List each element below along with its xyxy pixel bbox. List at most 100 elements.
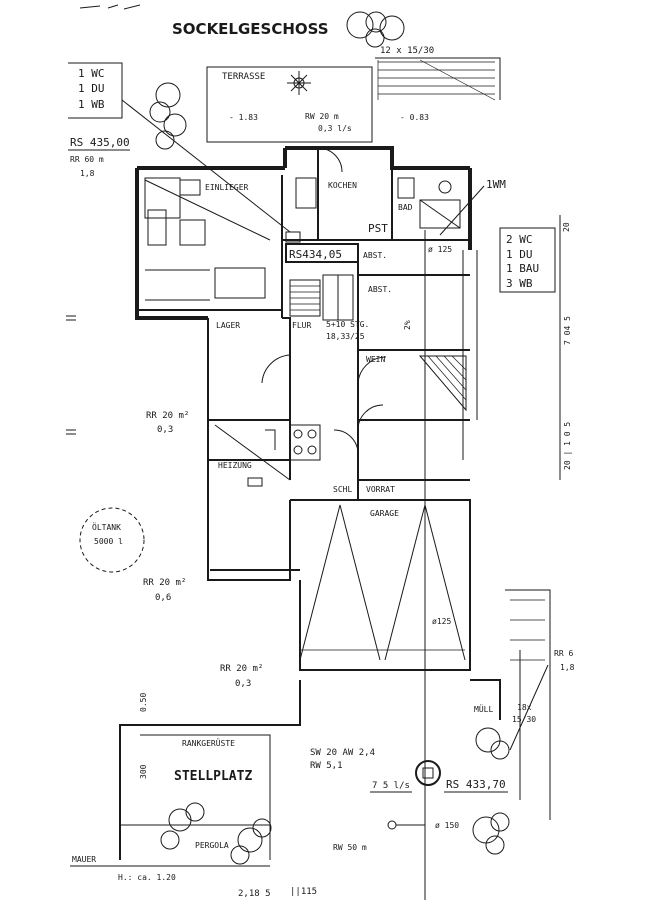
room-mauer: MAUER <box>72 855 96 864</box>
rr-left-value: 1,8 <box>80 169 95 178</box>
terrasse-outline <box>206 66 373 143</box>
room-lager: LAGER <box>216 321 240 330</box>
pipe-d125-top: ø 125 <box>428 245 452 254</box>
rr1-area: RR 20 m² <box>146 411 189 421</box>
tree-icon <box>346 11 405 48</box>
einlieger-furniture <box>144 177 271 301</box>
room-rankgerueste: RANKGERÜSTE <box>182 738 235 748</box>
rr-right-area: RR 6 <box>554 649 573 658</box>
rr2-area: RR 20 m² <box>143 578 186 588</box>
garage-cars <box>299 504 466 661</box>
stair-right-spec: 18x <box>517 703 532 712</box>
plan-title: SOCKELGESCHOSS <box>172 20 329 38</box>
stair-spec: 5+10 STG. <box>326 320 369 329</box>
rs-mid-box <box>285 243 359 263</box>
rr2-value: 0,6 <box>155 593 171 603</box>
inner-walls <box>137 148 478 571</box>
rs-left: RS 435,00 <box>70 136 130 149</box>
rw-values: RW 5,1 <box>310 761 343 771</box>
drain-point <box>387 820 397 830</box>
dim-704: 7 04 5 <box>563 316 572 345</box>
room-terrasse: TERRASSE <box>222 72 265 82</box>
room-flur: FLUR <box>292 321 311 330</box>
fixture <box>285 231 301 243</box>
room-vorrat: VORRAT <box>366 485 395 494</box>
room-kochen: KOCHEN <box>328 181 357 190</box>
kitchen-counter <box>295 177 317 209</box>
room-wein: WEIN <box>366 355 385 364</box>
tree-icon <box>475 727 510 760</box>
rr-left-area: RR 60 m <box>70 155 104 164</box>
terrasse-level-left: - 1.83 <box>229 113 258 122</box>
bathroom-fixtures <box>397 177 461 229</box>
legend-left-2: 1 DU <box>78 82 105 95</box>
flow-value: 7 5 l/s <box>372 781 410 791</box>
tree-icon <box>472 812 510 855</box>
rr-right-value: 1,8 <box>560 663 575 672</box>
stair-top-outline <box>375 57 501 100</box>
room-muell: MÜLL <box>474 704 493 714</box>
rs-bottom: RS 433,70 <box>446 778 506 791</box>
door-swing <box>261 354 291 384</box>
sun-lamp-icon <box>287 71 311 95</box>
legend-right-box <box>499 227 556 293</box>
legend-right-3: 1 BAU <box>506 262 539 275</box>
rw-terrasse-area: RW 20 m <box>305 112 339 121</box>
door-swing <box>317 147 343 173</box>
rr3-area: RR 20 m² <box>220 664 263 674</box>
dim-115: ||115 <box>290 887 317 897</box>
room-bad: BAD <box>398 203 413 212</box>
wein-hatch <box>418 355 467 412</box>
oeltank-circle <box>79 507 145 573</box>
room-stellplatz: STELLPLATZ <box>174 769 252 784</box>
label-1wm: 1WM <box>486 178 506 191</box>
rr1-value: 0,3 <box>157 425 173 435</box>
manhole-icon <box>415 760 441 786</box>
terrasse-level-right: - 0.83 <box>400 113 429 122</box>
sw-values: SW 20 AW 2,4 <box>310 748 375 758</box>
legend-left-1: 1 WC <box>78 67 105 80</box>
slope-label: 2% <box>403 320 412 330</box>
dim-300: 300 <box>139 764 148 779</box>
oeltank-label: ÖLTANK <box>92 522 121 532</box>
oeltank-volume: 5000 l <box>94 537 123 546</box>
room-einlieger: EINLIEGER <box>205 183 249 192</box>
dim-2185: 2,18 5 <box>238 889 271 899</box>
staircase <box>289 274 354 321</box>
stair-spec-b: 18,33/25 <box>326 332 365 341</box>
room-garage: GARAGE <box>370 509 399 518</box>
room-heizung: HEIZUNG <box>218 461 252 470</box>
height-note: H.: ca. 1.20 <box>118 873 176 882</box>
site-walls <box>119 679 501 860</box>
stair-top-treads <box>377 59 496 101</box>
legend-left-box <box>68 62 123 119</box>
room-schl: SCHL <box>333 485 352 494</box>
dim-050: 0.50 <box>139 693 148 712</box>
stair-top-label: 12 x 15/30 <box>380 46 434 56</box>
tree-icon <box>230 818 272 865</box>
rw-bottom: RW 50 m <box>333 843 367 852</box>
room-pergola: PERGOLA <box>195 841 229 850</box>
top-scribble <box>79 4 141 10</box>
stair-right-spec-b: 15/30 <box>512 715 536 724</box>
pipe-d125-mid: ø125 <box>432 617 451 626</box>
exterior-stair <box>505 589 551 820</box>
room-abst-2: ABST. <box>368 285 392 294</box>
wm-leader <box>439 185 485 236</box>
tree-icon <box>160 802 205 850</box>
room-abst-1: ABST. <box>363 251 387 260</box>
door-swing <box>357 356 387 386</box>
tree-icon <box>149 82 187 150</box>
door-swing <box>357 404 384 431</box>
door-swing <box>333 429 359 456</box>
legend-left-3: 1 WB <box>78 98 105 111</box>
outer-walls <box>135 146 472 671</box>
pipe-d150: ø 150 <box>435 821 459 830</box>
rs-mid: RS434,05 <box>289 248 342 261</box>
rr3-value: 0,3 <box>235 679 251 689</box>
rw-terrasse-flow: 0,3 l/s <box>318 124 352 133</box>
legend-right-2: 1 DU <box>506 248 533 261</box>
boiler-fixtures <box>214 424 321 487</box>
